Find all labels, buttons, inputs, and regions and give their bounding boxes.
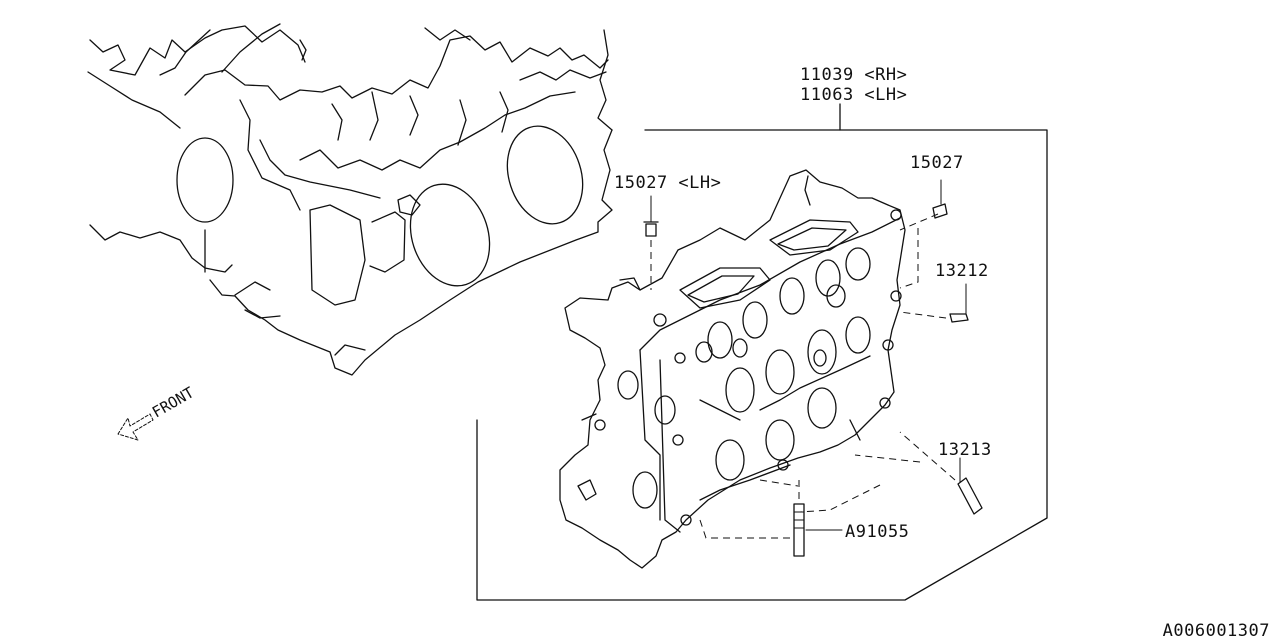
plug-lh-part [643,195,659,290]
diagram-code: A006001307 [1163,621,1270,640]
callout-15027: 15027 [910,153,964,173]
dowel-pin-13212 [899,228,969,323]
callout-11063-lh: 11063 <LH> [800,85,907,105]
dowel-pin-13213 [799,431,983,515]
front-label: FRONT [149,383,197,421]
plug-part [899,179,948,231]
stud-a91055 [699,480,843,557]
cylinder-head-drawing [559,169,906,569]
engine-block-drawing [87,23,613,376]
callout-13212: 13212 [935,261,989,281]
front-arrow: FRONT [117,383,197,441]
dash-guide-a [759,479,799,487]
callout-13213: 13213 [938,440,992,460]
callout-a91055: A91055 [845,522,909,542]
group-frame [476,129,1048,601]
callout-15027-lh: 15027 <LH> [614,173,721,193]
callout-11039-rh: 11039 <RH> [800,65,907,85]
